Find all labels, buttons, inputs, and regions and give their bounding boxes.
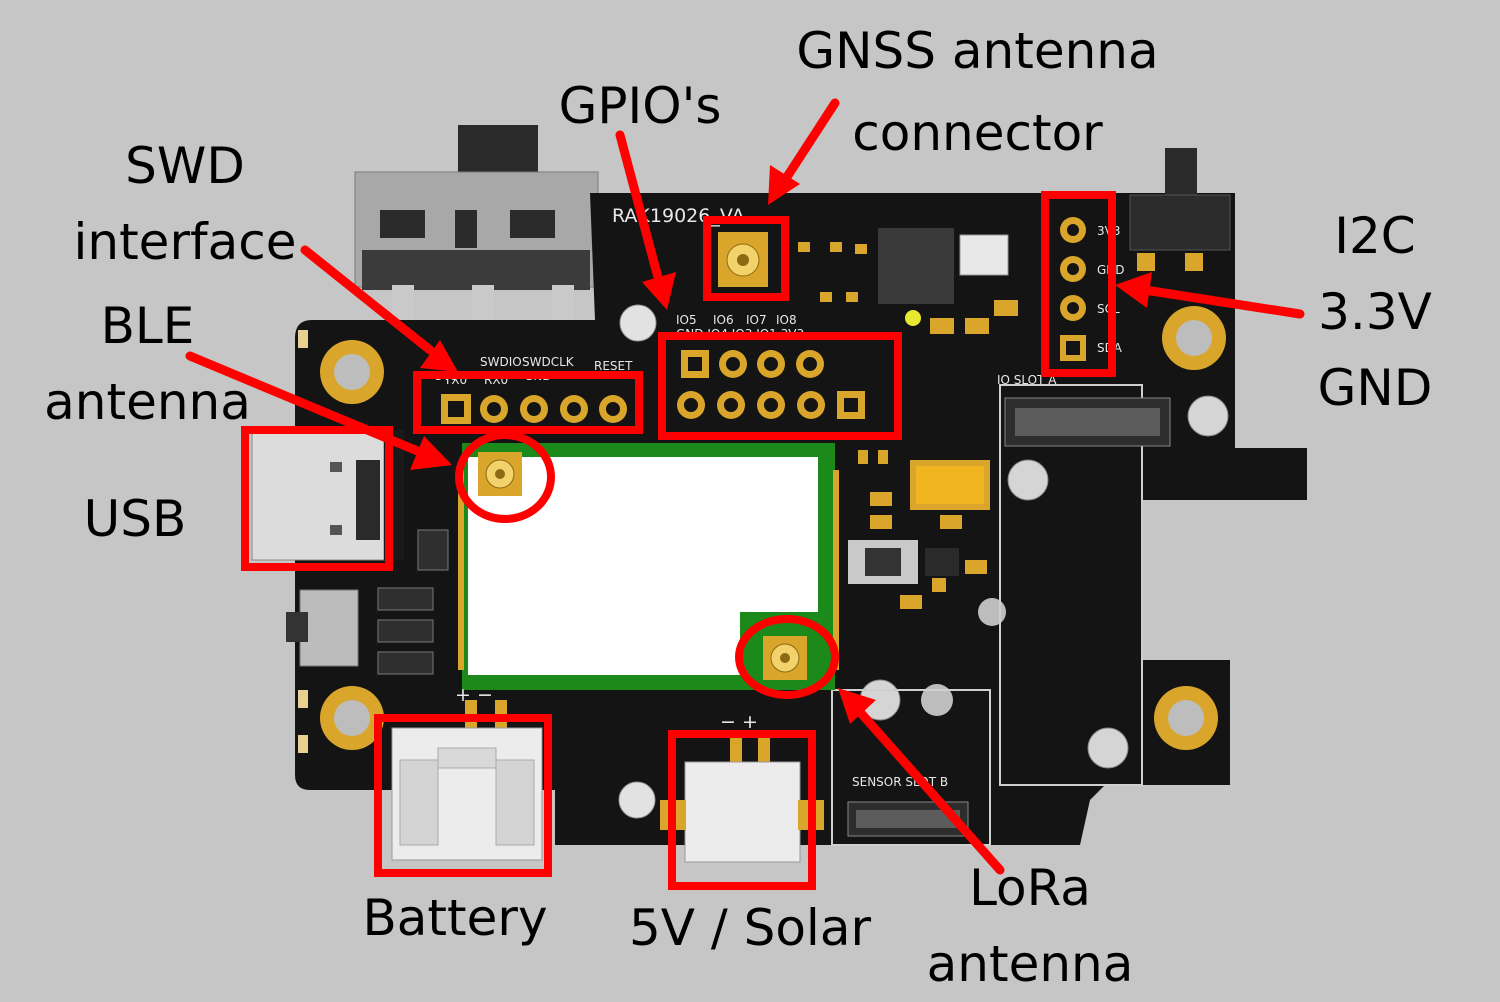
solar-label: 5V / Solar (615, 890, 885, 966)
usb-label: USB (70, 481, 200, 557)
gnss-label-line1: GNSS antenna (790, 10, 1165, 92)
swd-label: SWD interface (60, 128, 310, 280)
gpio-silk-3: IO7 (746, 313, 767, 327)
i2c-label-line1: I2C (1300, 198, 1450, 274)
i2c-label-line3: GND (1300, 350, 1450, 426)
gnss-ufl-connector (718, 232, 768, 287)
usb-label-line1: USB (70, 481, 200, 557)
sensor-slot-label: SENSOR SLOT B (852, 775, 948, 789)
gpio-silk-1: IO5 (676, 313, 697, 327)
ble-label-line1: BLE (30, 288, 265, 364)
lora-ufl-connector (763, 636, 807, 680)
ble-ufl-connector (478, 452, 522, 496)
swd-label-line2: interface (60, 204, 310, 280)
swd-label-line1: SWD (60, 128, 310, 204)
gpio-label-line1: GPIO's (545, 68, 735, 144)
battery-polarity: + − (455, 684, 493, 706)
swd-silk-3: SWDCLK (522, 355, 575, 369)
lora-label-line2: antenna (915, 926, 1145, 1002)
gpio-label: GPIO's (545, 68, 735, 144)
solar-polarity: − + (720, 711, 758, 733)
usb-port (252, 430, 404, 560)
battery-label-line1: Battery (350, 880, 560, 956)
lora-label-line1: LoRa (915, 850, 1145, 926)
ble-label: BLE antenna (30, 288, 265, 440)
gpio-silk-4: IO8 (776, 313, 797, 327)
solar-label-line1: 5V / Solar (615, 890, 885, 966)
i2c-label: I2C 3.3V GND (1300, 198, 1450, 426)
i2c-label-line2: 3.3V (1300, 274, 1450, 350)
gnss-label-line2: connector (790, 92, 1165, 174)
gpio-silk-2: IO6 (713, 313, 734, 327)
battery-label: Battery (350, 880, 560, 956)
swd-silk-4: RESET (594, 359, 633, 373)
gnss-label: GNSS antenna connector (790, 10, 1165, 174)
ble-label-line2: antenna (30, 364, 265, 440)
swd-silk-2: SWDIO (480, 355, 522, 369)
lora-label: LoRa antenna (915, 850, 1145, 1002)
